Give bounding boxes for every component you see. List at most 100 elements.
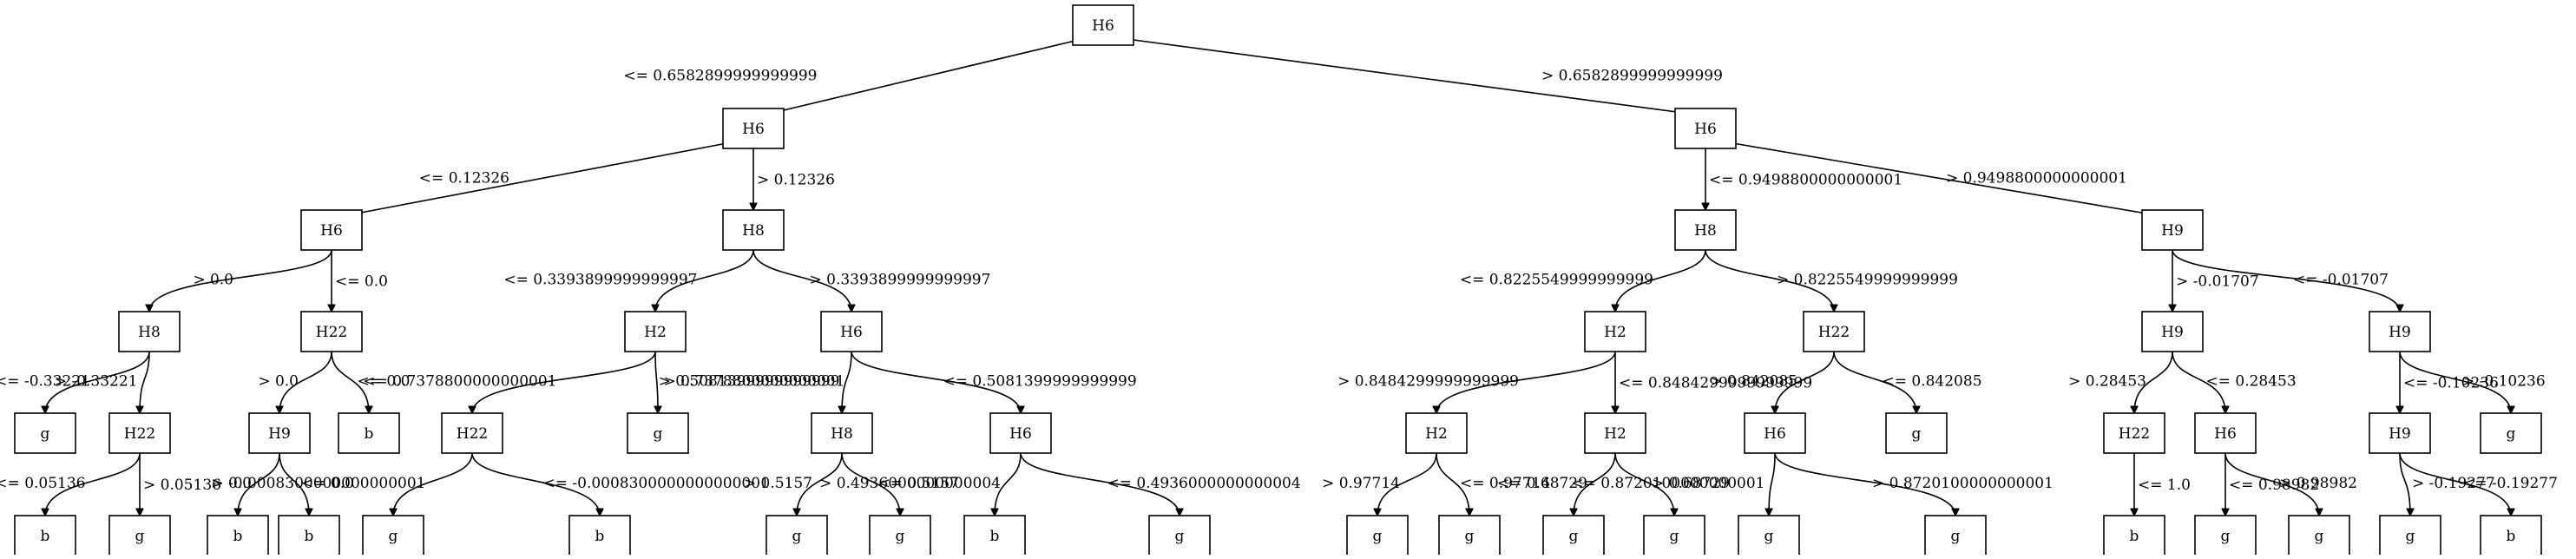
node-box bbox=[1438, 515, 1501, 556]
split-node: H22 bbox=[108, 412, 171, 454]
tree-edge bbox=[472, 351, 656, 413]
edge-condition-label: <= 0.3393899999999997 bbox=[503, 272, 697, 289]
split-node: H22 bbox=[1803, 311, 1865, 352]
edge-condition-label: > -0.33221 bbox=[55, 373, 138, 391]
tree-edge bbox=[1615, 249, 1706, 312]
node-box bbox=[14, 515, 76, 556]
edge-condition-label: > 0.05136 bbox=[143, 477, 221, 494]
leaf-node: g bbox=[2379, 515, 2441, 556]
node-box bbox=[1584, 412, 1646, 454]
split-node: H22 bbox=[300, 311, 363, 352]
node-label: g bbox=[1373, 528, 1383, 545]
node-label: H6 bbox=[1694, 121, 1717, 138]
node-label: H9 bbox=[2161, 324, 2184, 341]
edge-condition-label: > 0.8225549999999999 bbox=[1777, 272, 1958, 289]
split-node: H2 bbox=[1584, 412, 1646, 454]
node-label: g bbox=[896, 528, 905, 545]
node-box bbox=[2194, 412, 2257, 454]
node-label: b bbox=[305, 528, 314, 545]
edge-condition-label: > -0.19277 bbox=[2412, 475, 2495, 492]
node-box bbox=[2194, 515, 2257, 556]
edge-condition-label: > 0.8484299999999999 bbox=[1337, 373, 1519, 391]
tree-edge bbox=[2172, 351, 2225, 413]
tree-edge bbox=[655, 351, 658, 413]
node-box bbox=[624, 311, 687, 352]
tree-edge bbox=[45, 452, 141, 516]
edge-condition-label: <= -0.19277 bbox=[2462, 475, 2558, 492]
node-label: b bbox=[365, 425, 374, 443]
tree-edge bbox=[140, 351, 150, 413]
node-box bbox=[207, 515, 269, 556]
node-label: H6 bbox=[1764, 425, 1786, 443]
node-box bbox=[441, 412, 503, 454]
node-label: g bbox=[389, 528, 398, 545]
node-box bbox=[963, 515, 1026, 556]
edge-condition-label: > -0.01707 bbox=[2176, 273, 2259, 291]
edges-layer bbox=[45, 37, 2511, 516]
edge-condition-label: > 0.9498800000000001 bbox=[1946, 170, 2127, 187]
split-node: H6 bbox=[989, 412, 1052, 454]
node-label: g bbox=[1465, 528, 1475, 545]
split-node: H22 bbox=[2103, 412, 2165, 454]
node-box bbox=[1072, 4, 1134, 46]
tree-edge bbox=[995, 452, 1022, 516]
node-label: H2 bbox=[644, 324, 667, 341]
node-box bbox=[2103, 515, 2165, 556]
node-label: g bbox=[2406, 528, 2415, 545]
node-label: H9 bbox=[2161, 222, 2184, 240]
split-node: H8 bbox=[118, 311, 181, 352]
node-box bbox=[362, 515, 424, 556]
leaf-node: g bbox=[108, 515, 171, 556]
split-node: H6 bbox=[1674, 108, 1737, 149]
edge-condition-label: <= 0.0 bbox=[358, 373, 411, 391]
edge-condition-label: > 0.68729 bbox=[1652, 475, 1730, 492]
node-label: g bbox=[1175, 528, 1185, 545]
split-node: H8 bbox=[1674, 209, 1737, 251]
split-node: H9 bbox=[248, 412, 311, 454]
node-box bbox=[338, 412, 400, 454]
tree-edge bbox=[1705, 249, 1834, 312]
split-node: H6 bbox=[820, 311, 883, 352]
leaf-node: g bbox=[1924, 515, 1987, 556]
edge-condition-label: <= 0.6582899999999999 bbox=[623, 68, 817, 85]
node-box bbox=[568, 515, 631, 556]
node-box bbox=[1744, 412, 1806, 454]
node-box bbox=[722, 108, 785, 149]
node-label: g bbox=[792, 528, 802, 545]
edge-condition-label: <= 1.0 bbox=[2138, 477, 2191, 494]
edge-condition-label: > 0.3393899999999997 bbox=[810, 272, 991, 289]
edge-condition-label: <= -0.33221 bbox=[0, 373, 90, 391]
leaf-node: g bbox=[869, 515, 931, 556]
split-node: H2 bbox=[1584, 311, 1646, 352]
split-node: H8 bbox=[811, 412, 873, 454]
node-box bbox=[1803, 311, 1865, 352]
split-node: H8 bbox=[722, 209, 785, 251]
split-node: H22 bbox=[441, 412, 503, 454]
tree-edge bbox=[471, 452, 600, 516]
tree-edge bbox=[851, 351, 1021, 413]
leaf-node: g bbox=[1346, 515, 1409, 556]
tree-edge bbox=[2224, 452, 2319, 516]
tree-edge bbox=[1769, 452, 1776, 516]
leaf-node: g bbox=[627, 412, 689, 454]
edge-condition-label: > 0.98982 bbox=[2279, 475, 2357, 492]
node-box bbox=[1674, 209, 1737, 251]
node-box bbox=[811, 412, 873, 454]
edge-condition-label: > 0.0 bbox=[211, 475, 252, 492]
split-node: H9 bbox=[2141, 209, 2204, 251]
tree-edge bbox=[752, 249, 851, 312]
tree-edge bbox=[1574, 452, 1616, 516]
split-node: H6 bbox=[1744, 412, 1806, 454]
tree-edge bbox=[1722, 141, 2157, 215]
edge-condition-label: <= 0.28453 bbox=[2206, 373, 2297, 391]
node-label: b bbox=[595, 528, 605, 545]
edge-condition-label: <= 0.5081399999999999 bbox=[943, 373, 1137, 391]
node-label: H6 bbox=[840, 324, 863, 341]
tree-edge bbox=[238, 452, 280, 516]
leaf-node: g bbox=[766, 515, 828, 556]
edge-condition-label: <= 0.7378800000000001 bbox=[363, 373, 556, 391]
node-box bbox=[1738, 515, 1800, 556]
edge-condition-label: > 0.842085 bbox=[1710, 373, 1797, 391]
node-box bbox=[2369, 412, 2431, 454]
